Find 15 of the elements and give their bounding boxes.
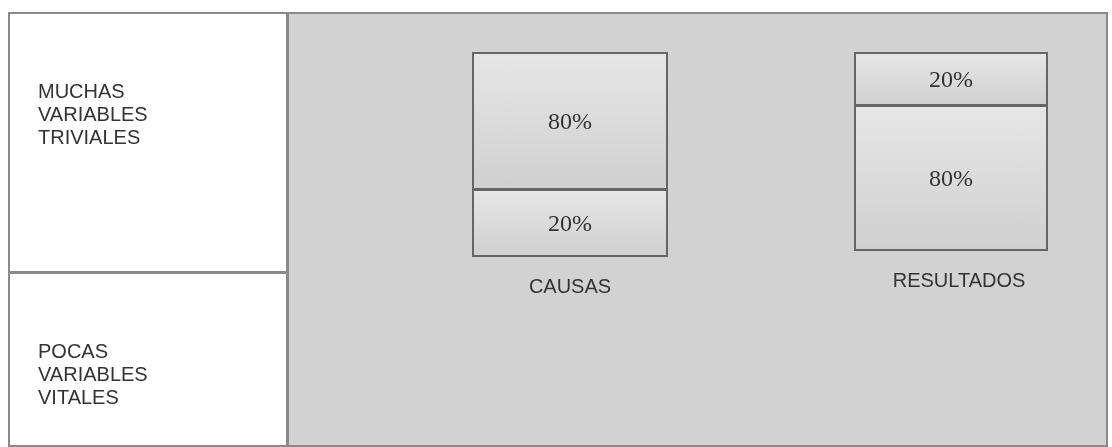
chart-panel — [287, 12, 1108, 447]
bar-caption: CAUSAS — [527, 274, 613, 299]
category-box — [8, 12, 288, 273]
category-label: MUCHAS VARIABLES TRIVIALES — [38, 80, 149, 149]
percentage-label: 80% — [548, 107, 592, 136]
bar-segment — [472, 189, 668, 257]
percentage-label: 20% — [929, 65, 973, 94]
category-label: POCAS VARIABLES VITALES — [38, 340, 149, 409]
bar-segment — [854, 52, 1048, 106]
percentage-label: 80% — [929, 164, 973, 193]
bar-caption: RESULTADOS — [891, 268, 1027, 293]
percentage-label: 20% — [548, 209, 592, 238]
bar-segment — [472, 52, 668, 190]
category-box — [8, 272, 288, 447]
bar-segment — [854, 105, 1048, 251]
